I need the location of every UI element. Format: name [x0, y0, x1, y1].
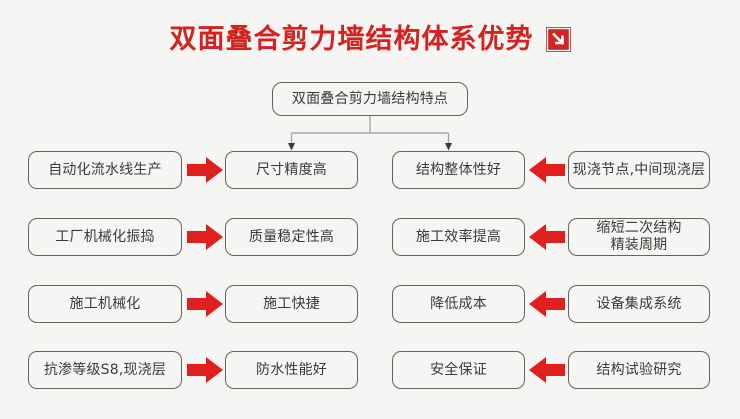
node-cause-left-2[interactable]: 工厂机械化振捣	[28, 218, 182, 256]
node-effect-right-3[interactable]: 降低成本	[392, 285, 525, 323]
node-effect-left-2[interactable]: 质量稳定性高	[225, 218, 358, 256]
node-effect-left-4[interactable]: 防水性能好	[225, 351, 358, 389]
node-cause-left-4[interactable]: 抗渗等级S8,现浇层	[28, 351, 182, 389]
node-cause-right-3[interactable]: 设备集成系统	[568, 285, 710, 323]
arrow-left-icon	[529, 222, 565, 252]
node-cause-right-2[interactable]: 缩短二次结构 精装周期	[568, 218, 710, 256]
page-header: 双面叠合剪力墙结构体系优势	[0, 18, 740, 60]
arrow-left-icon	[529, 289, 565, 319]
node-effect-left-1[interactable]: 尺寸精度高	[225, 151, 358, 189]
node-effect-right-2[interactable]: 施工效率提高	[392, 218, 525, 256]
node-effect-left-3[interactable]: 施工快捷	[225, 285, 358, 323]
node-cause-left-1[interactable]: 自动化流水线生产	[28, 151, 182, 189]
arrow-left-icon	[529, 155, 565, 185]
node-effect-right-4[interactable]: 安全保证	[392, 351, 525, 389]
arrow-right-icon	[187, 289, 223, 319]
arrow-right-icon	[187, 222, 223, 252]
arrow-right-icon	[187, 355, 223, 385]
arrow-left-icon	[529, 355, 565, 385]
node-effect-right-1[interactable]: 结构整体性好	[392, 151, 525, 189]
root-node[interactable]: 双面叠合剪力墙结构特点	[272, 82, 468, 116]
arrow-down-right-icon	[545, 26, 571, 52]
node-cause-right-1[interactable]: 现浇节点,中间现浇层	[568, 151, 710, 189]
node-cause-left-3[interactable]: 施工机械化	[28, 285, 182, 323]
page-title: 双面叠合剪力墙结构体系优势	[169, 23, 534, 55]
arrow-right-icon	[187, 155, 223, 185]
node-cause-right-4[interactable]: 结构试验研究	[568, 351, 710, 389]
